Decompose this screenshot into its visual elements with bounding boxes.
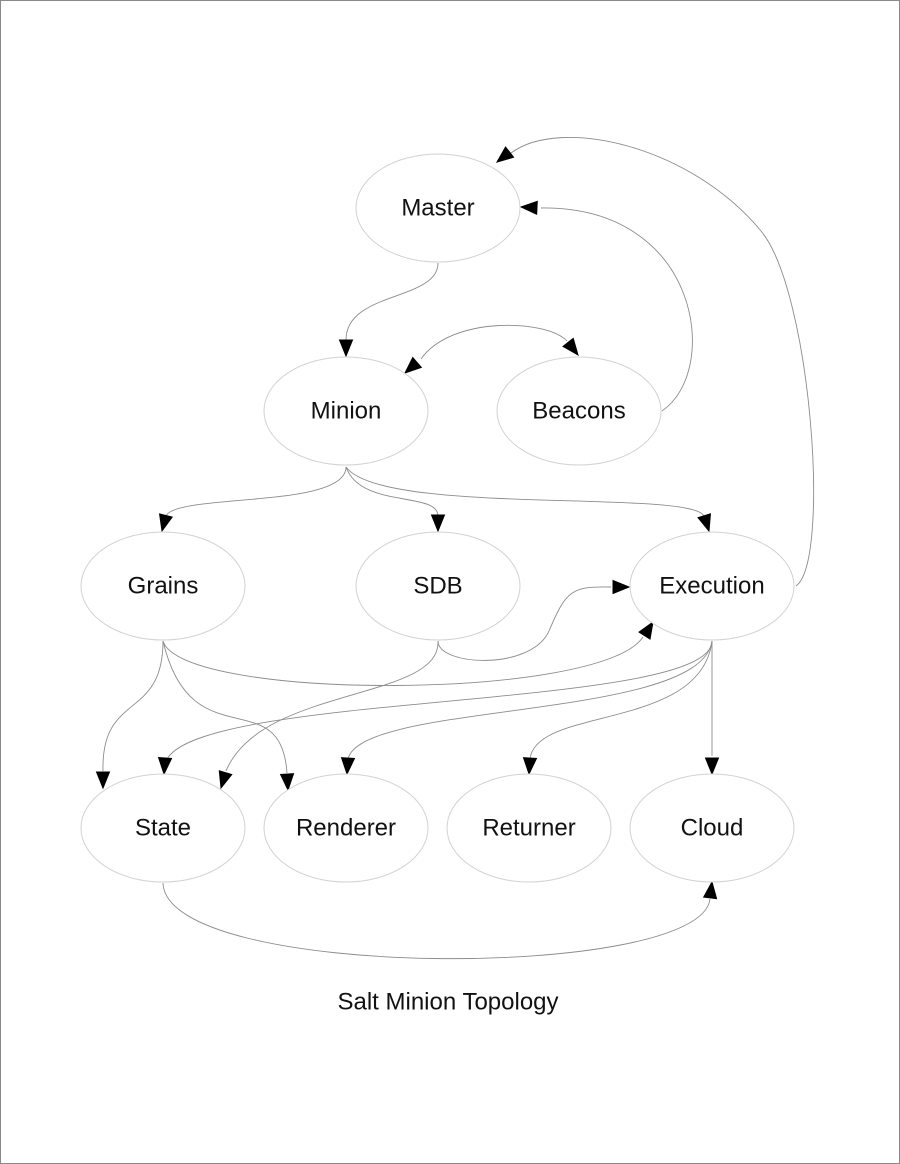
node-shape-returner	[446, 773, 612, 883]
arrowhead-icon	[702, 880, 718, 900]
arrowhead-icon	[704, 757, 720, 776]
node-shape-execution	[629, 531, 795, 641]
arrowhead-icon	[158, 513, 174, 533]
edge-grains-state	[95, 640, 164, 790]
node-label-sdb: SDB	[413, 573, 462, 600]
node-label-minion: Minion	[311, 398, 382, 425]
node-label-renderer: Renderer	[296, 815, 396, 842]
edge-line-beacons-master	[540, 207, 693, 412]
edge-line-execution-returner	[529, 640, 713, 760]
edge-line-execution-state	[165, 640, 713, 762]
arrowhead-icon	[218, 770, 233, 790]
arrowhead-icon	[279, 773, 295, 792]
edge-execution-cloud	[704, 641, 720, 776]
edge-line-grains-execution	[162, 636, 644, 686]
edge-line-minion-execution	[345, 466, 705, 517]
arrowhead-icon	[522, 757, 538, 776]
edge-minion-execution	[345, 466, 711, 533]
node-master: Master	[355, 153, 521, 263]
node-shape-renderer	[263, 773, 429, 883]
node-shape-master	[355, 153, 521, 263]
edge-execution-returner	[522, 640, 713, 776]
arrowhead-icon	[95, 771, 111, 790]
node-beacons: Beacons	[496, 356, 662, 466]
arrowhead-icon	[404, 356, 423, 374]
node-grains: Grains	[80, 531, 246, 641]
edge-grains-execution	[162, 620, 654, 686]
node-state: State	[80, 773, 246, 883]
arrowhead-icon	[157, 757, 173, 776]
arrowhead-icon	[495, 146, 515, 163]
node-label-master: Master	[401, 195, 474, 222]
arrowhead-icon	[562, 337, 579, 357]
node-execution: Execution	[629, 531, 795, 641]
edge-line-execution-renderer	[347, 640, 713, 760]
node-shape-minion	[263, 356, 429, 466]
edge-line-minion-sdb	[345, 466, 439, 517]
edge-line-sdb-state	[225, 640, 439, 772]
edge-line-minion-beacons	[420, 324, 568, 360]
edge-master-minion	[338, 262, 439, 358]
edges-layer	[95, 136, 815, 960]
edge-line-sdb-execution	[437, 586, 612, 661]
node-minion: Minion	[263, 356, 429, 466]
arrowhead-icon	[697, 513, 711, 533]
arrowhead-icon	[638, 620, 654, 640]
diagram-caption: Salt Minion Topology	[337, 989, 558, 1016]
node-sdb: SDB	[355, 531, 521, 641]
node-renderer: Renderer	[263, 773, 429, 883]
node-shape-sdb	[355, 531, 521, 641]
edge-minion-grains	[158, 466, 347, 533]
edge-execution-master	[495, 136, 815, 587]
edge-execution-renderer	[340, 640, 713, 776]
node-shape-cloud	[629, 773, 795, 883]
edge-beacons-master	[519, 200, 693, 412]
edge-line-master-minion	[345, 262, 439, 341]
node-label-beacons: Beacons	[532, 398, 625, 425]
node-label-state: State	[135, 815, 191, 842]
edge-line-state-cloud	[162, 882, 711, 960]
arrowhead-icon	[612, 579, 631, 595]
node-cloud: Cloud	[629, 773, 795, 883]
node-shape-grains	[80, 531, 246, 641]
node-returner: Returner	[446, 773, 612, 883]
node-label-grains: Grains	[128, 573, 199, 600]
edge-line-grains-renderer	[162, 640, 288, 774]
edge-sdb-state	[218, 640, 439, 790]
node-label-execution: Execution	[659, 573, 764, 600]
arrowhead-icon	[338, 339, 354, 358]
edge-minion-sdb	[345, 466, 446, 533]
edge-minion-beacons	[404, 324, 579, 374]
arrowhead-icon	[340, 757, 356, 776]
node-label-cloud: Cloud	[681, 815, 744, 842]
edge-line-minion-grains	[165, 466, 347, 517]
edge-line-grains-state	[102, 640, 164, 772]
edge-line-execution-master	[510, 136, 815, 587]
edge-sdb-execution	[437, 579, 631, 661]
node-shape-state	[80, 773, 246, 883]
arrowhead-icon	[430, 514, 446, 533]
edge-state-cloud	[162, 880, 718, 960]
arrowhead-icon	[519, 200, 538, 216]
node-label-returner: Returner	[482, 815, 575, 842]
edge-execution-state	[157, 640, 713, 776]
node-shape-beacons	[496, 356, 662, 466]
edge-grains-renderer	[162, 640, 295, 792]
